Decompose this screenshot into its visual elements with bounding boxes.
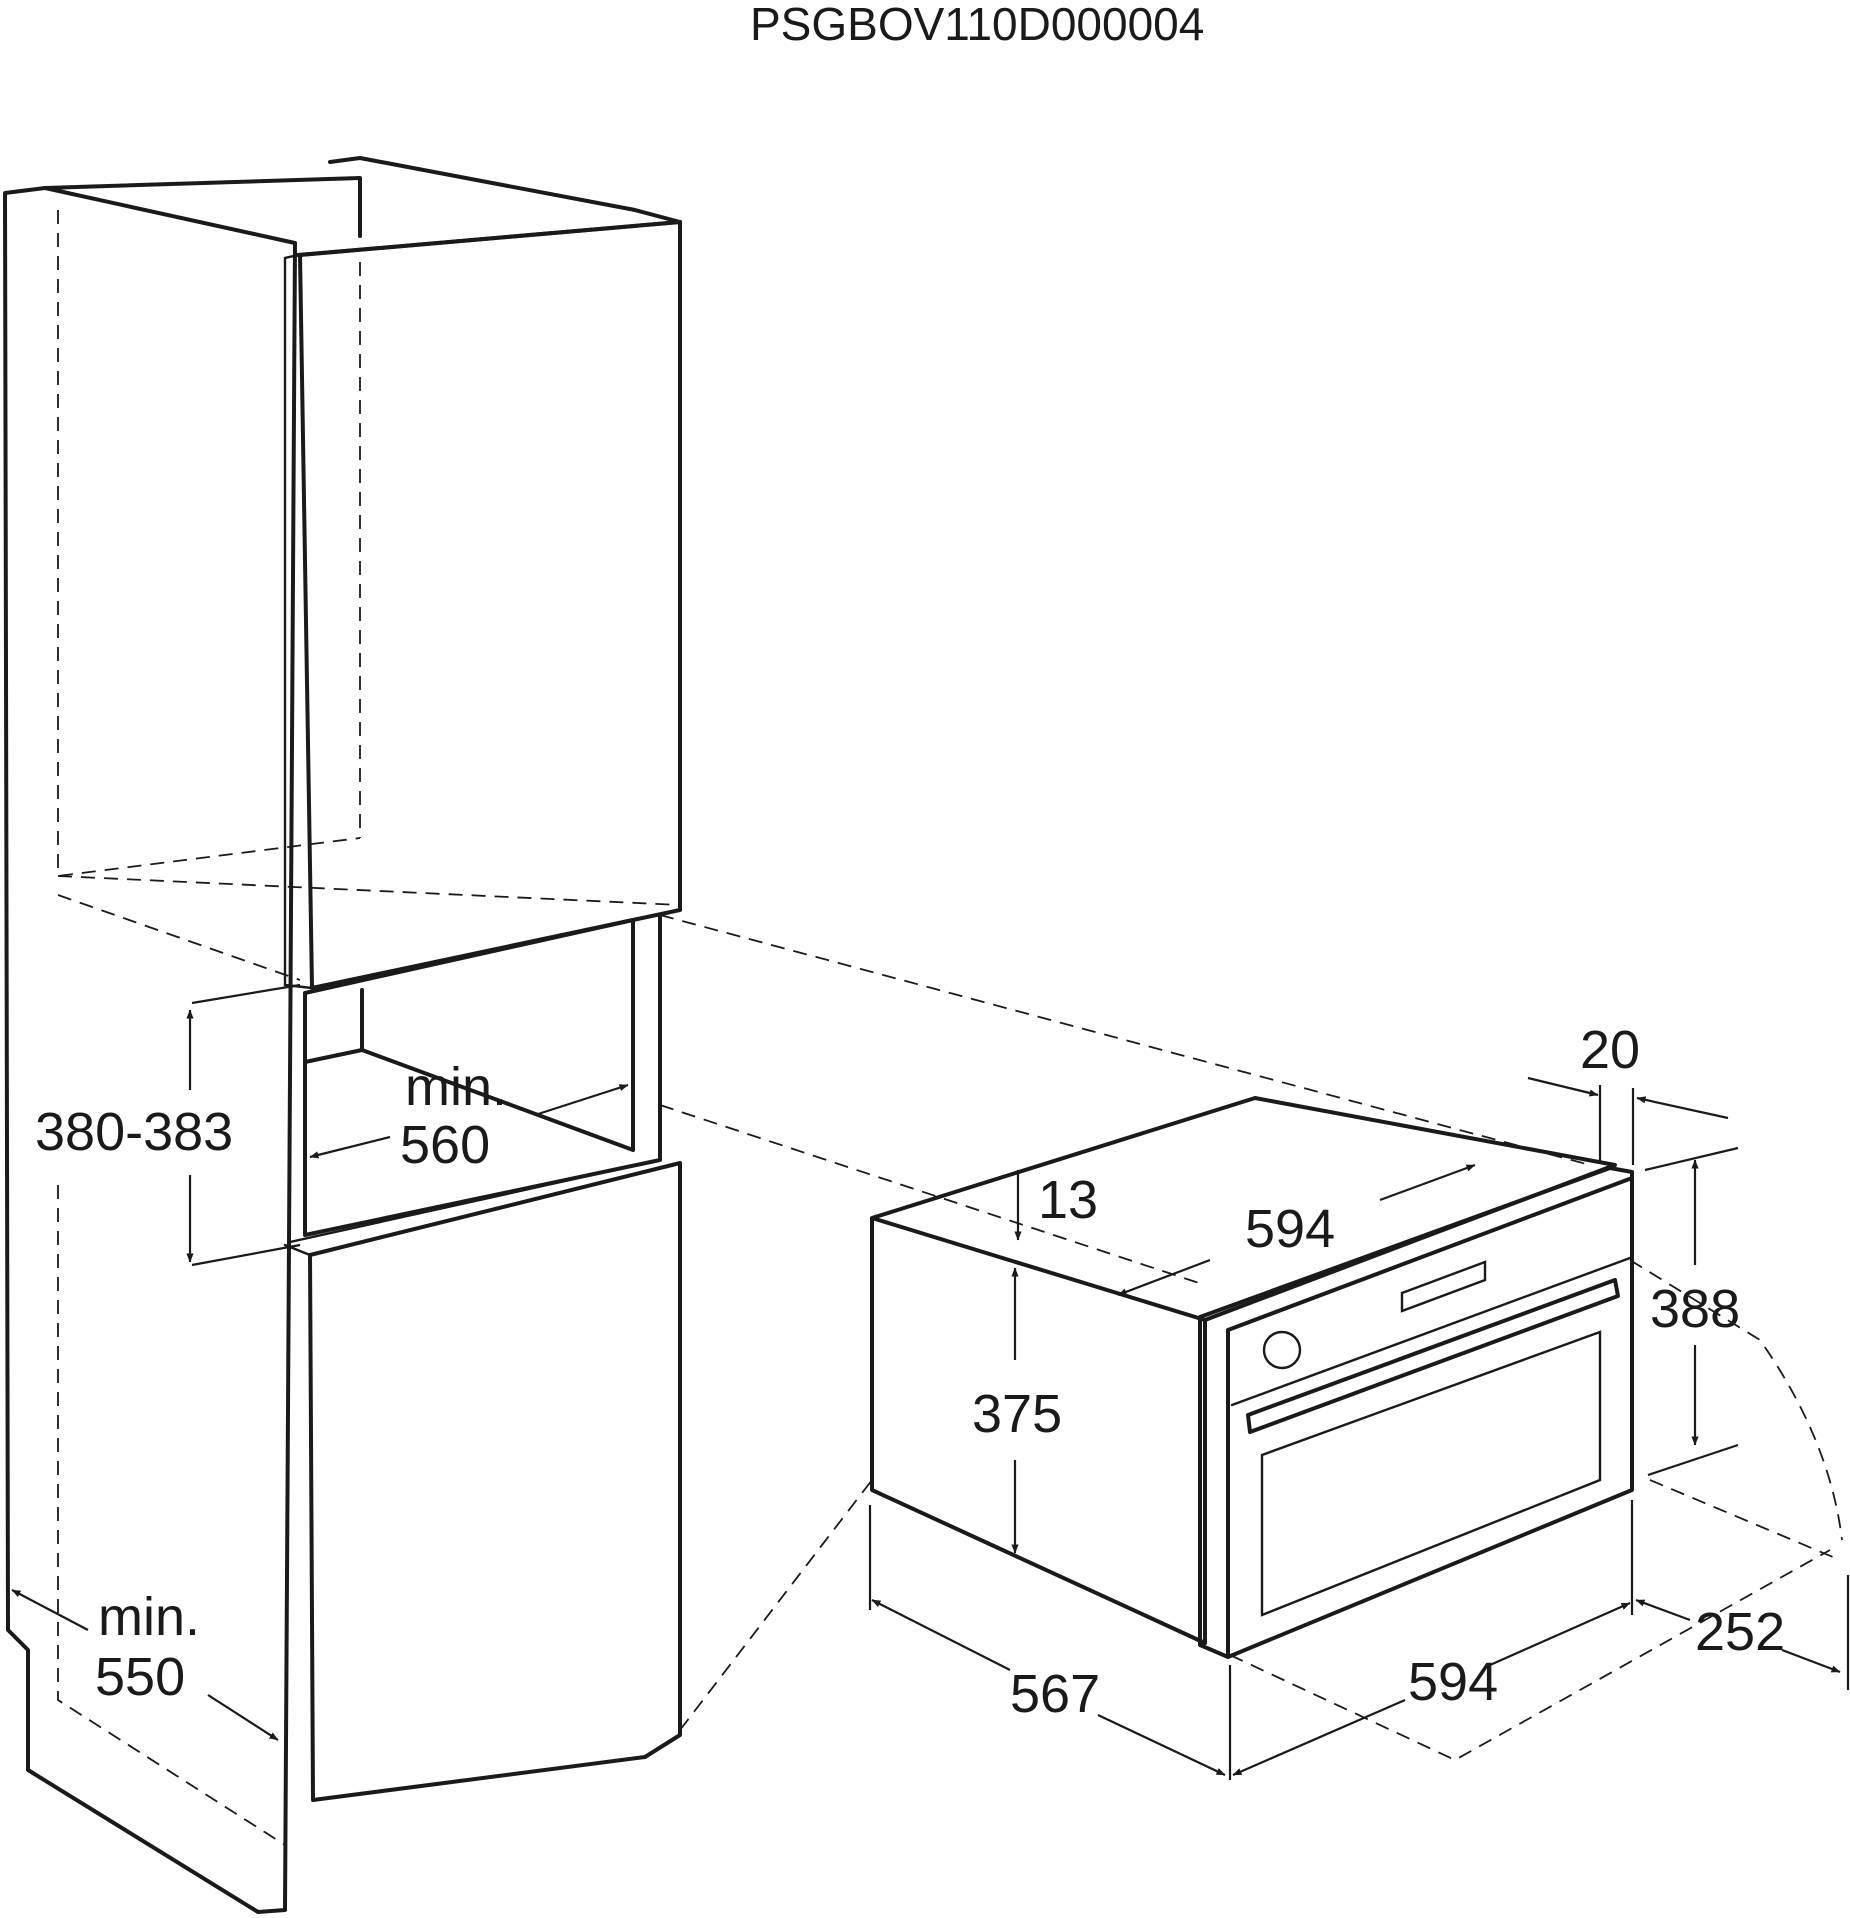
oven-drawing <box>659 914 1843 1762</box>
oven-knob-icon <box>1262 1330 1302 1370</box>
oven-control-panel <box>1230 1256 1632 1407</box>
dim-front-thickness-ext <box>1598 1085 1635 1165</box>
dimension-lines <box>11 983 1850 1780</box>
label-body-height: 375 <box>972 1384 1062 1444</box>
oven-niche <box>303 913 662 1237</box>
label-body-depth: 567 <box>1010 1664 1100 1724</box>
label-niche-depth-min: min. <box>98 1587 200 1647</box>
oven-door-window <box>1260 1330 1602 1617</box>
dim-depth-ext <box>868 1500 1634 1780</box>
label-front-height: 388 <box>1650 1279 1740 1339</box>
label-niche-width: 560 <box>400 1115 490 1175</box>
cabinet-drawing <box>3 156 682 1914</box>
dim-front-height-ext <box>1644 1146 1739 1477</box>
cabinet-left-side <box>3 186 297 1914</box>
label-door-swing: 252 <box>1695 1602 1785 1662</box>
oven-display <box>1400 1260 1487 1313</box>
oven-handle <box>1246 1278 1620 1434</box>
oven-body <box>870 1096 1617 1645</box>
dim-niche-height-line <box>191 983 301 1267</box>
label-niche-depth: 550 <box>95 1647 185 1707</box>
label-front-thickness: 20 <box>1580 1020 1640 1080</box>
label-front-width: 594 <box>1408 1652 1498 1712</box>
label-top-width: 594 <box>1245 1199 1335 1259</box>
cabinet-upper-door <box>298 220 682 990</box>
diagram-title: PSGBOV110D000004 <box>750 0 1204 50</box>
label-niche-height: 380-383 <box>35 1102 233 1162</box>
upper-door-edge <box>283 253 314 990</box>
cabinet-top <box>43 156 682 257</box>
label-gap-13: 13 <box>1038 1170 1098 1230</box>
oven-front-panel <box>1198 1166 1634 1659</box>
label-niche-width-min: min. <box>405 1057 507 1117</box>
cabinet-hidden-lines <box>57 210 681 1846</box>
oven-projection-lines <box>659 914 1843 1762</box>
cabinet-lower-door <box>308 1161 682 1802</box>
